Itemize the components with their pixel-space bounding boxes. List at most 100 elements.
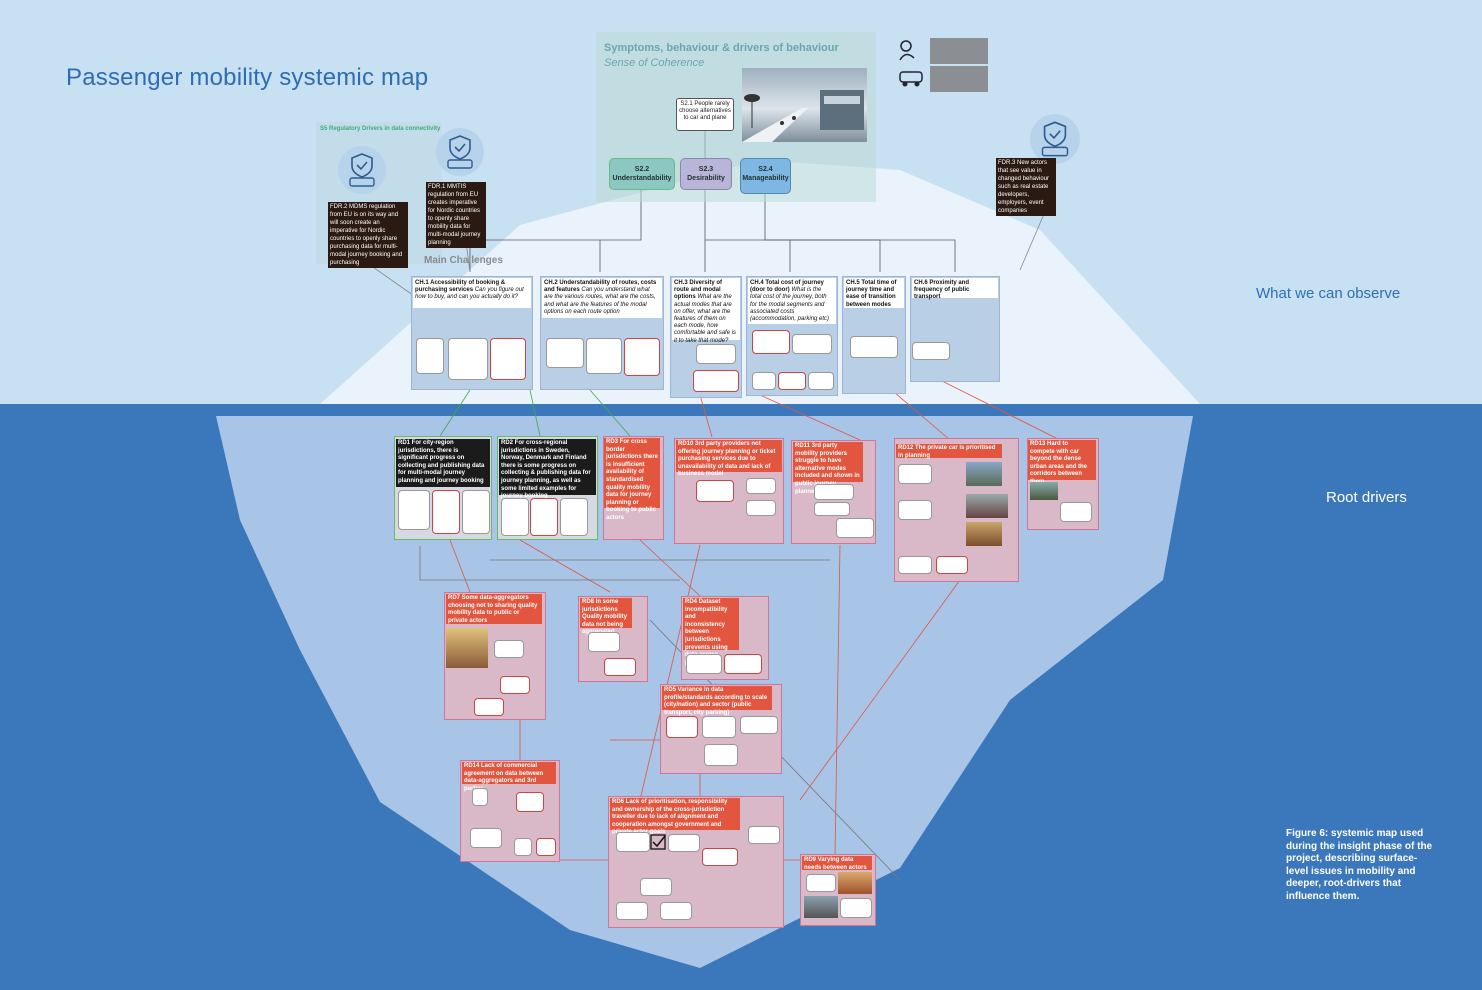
rd-subnote bbox=[666, 716, 698, 738]
rd-subnote bbox=[746, 500, 776, 516]
root-driver-rd9: RD9 Varying data needs between actors bbox=[802, 856, 872, 871]
rd-subnote bbox=[616, 902, 648, 920]
driver-fdr2: FDR.2 MDMS regulation from EU is on its … bbox=[328, 202, 408, 268]
rd-subnote bbox=[398, 490, 430, 530]
rd-subnote bbox=[530, 498, 558, 536]
rd-subnote bbox=[472, 788, 488, 806]
road-photo bbox=[966, 462, 1002, 486]
rd-subnote bbox=[936, 556, 968, 574]
figure-caption: Figure 6: systemic map used during the i… bbox=[1286, 828, 1433, 902]
pill-desirability: S2.3 Desirability bbox=[680, 158, 732, 190]
note-block-grey-2 bbox=[930, 66, 988, 92]
rd-subnote bbox=[704, 744, 738, 766]
checkbox-icon bbox=[650, 834, 666, 850]
rd-subnote bbox=[746, 478, 776, 494]
root-driver-rd7: RD7 Some data-aggregators choosing not t… bbox=[446, 594, 542, 624]
rd-subnote bbox=[686, 654, 722, 674]
challenge-ch2-text: CH.2 Understandability of routes, costs … bbox=[542, 278, 662, 318]
challenge-subnote bbox=[624, 338, 660, 376]
root-driver-rd13: RD13 Hard to compete with car beyond the… bbox=[1028, 440, 1096, 485]
symptom-s21: S2.1 People rarely choose alternatives t… bbox=[676, 98, 734, 131]
people-car-icon bbox=[896, 36, 926, 96]
symptoms-heading: Symptoms, behaviour & drivers of behavio… bbox=[604, 42, 839, 54]
root-driver-rd6: RD6 Lack of prioritisation, responsibili… bbox=[610, 798, 740, 835]
challenge-subnote bbox=[448, 338, 488, 380]
rd-subnote bbox=[898, 500, 932, 520]
challenge-subnote bbox=[808, 372, 834, 390]
rd-subnote bbox=[814, 502, 850, 516]
pill-understandability: S2.2 Understandability bbox=[609, 158, 675, 190]
station-photo bbox=[446, 628, 488, 668]
page-title: Passenger mobility systemic map bbox=[66, 64, 429, 91]
challenge-subnote bbox=[792, 334, 832, 354]
challenge-subnote bbox=[752, 330, 790, 354]
driver-fdr1: FDR.1 MMTIS regulation from EU creates i… bbox=[426, 182, 486, 248]
root-driver-rd12: RD12 The private car is prioritised in p… bbox=[896, 444, 1002, 459]
shield-car-icon bbox=[1030, 114, 1080, 164]
rd-subnote bbox=[640, 878, 672, 896]
rd-subnote bbox=[702, 848, 738, 866]
town-photo bbox=[966, 522, 1002, 546]
rd-subnote bbox=[604, 658, 636, 676]
rd-subnote bbox=[474, 698, 504, 716]
rd-subnote bbox=[432, 490, 460, 534]
driver-fdr3: FDR.3 New actors that see value in chang… bbox=[996, 158, 1056, 216]
rd-subnote bbox=[814, 484, 854, 500]
rd-subnote bbox=[660, 902, 692, 920]
rd-subnote bbox=[740, 716, 778, 734]
rd-subnote bbox=[560, 498, 588, 536]
root-driver-rd1: RD1 For city-region jurisdictions, there… bbox=[396, 439, 490, 487]
bridge-photo bbox=[804, 896, 838, 918]
root-driver-rd8: RD8 In some jurisdictions Quality mobili… bbox=[580, 598, 632, 635]
challenge-subnote bbox=[912, 342, 950, 360]
rd-subnote bbox=[840, 898, 872, 918]
root-driver-rd5: RD5 Variance in data profile/standards a… bbox=[662, 686, 772, 716]
rd-subnote bbox=[514, 838, 532, 856]
main-challenges-heading: Main Challenges bbox=[424, 255, 503, 266]
building-photo bbox=[838, 872, 872, 894]
rd-subnote bbox=[898, 464, 932, 484]
rd-subnote bbox=[696, 480, 734, 502]
challenge-ch1-text: CH.1 Accessibility of booking & purchasi… bbox=[413, 278, 531, 308]
note-block-grey-1 bbox=[930, 38, 988, 64]
rd-subnote bbox=[470, 828, 502, 848]
root-driver-rd11: RD11 3rd party mobility providers strugg… bbox=[793, 442, 863, 495]
rd-subnote bbox=[748, 826, 780, 844]
shield-car-icon bbox=[338, 146, 386, 194]
rd-subnote bbox=[806, 874, 836, 892]
challenge-subnote bbox=[693, 370, 739, 392]
pill-manageability: S2.4 Manageability bbox=[740, 158, 791, 194]
rd-subnote bbox=[616, 832, 650, 852]
label-root-drivers: Root drivers bbox=[1326, 489, 1407, 506]
challenge-subnote bbox=[778, 372, 806, 390]
rd-subnote bbox=[494, 640, 524, 658]
challenge-ch5-text: CH.5 Total time of journey time and ease… bbox=[844, 278, 904, 308]
challenge-subnote bbox=[416, 338, 444, 374]
rd-subnote bbox=[836, 518, 874, 538]
traffic-photo bbox=[966, 494, 1008, 518]
rd-subnote bbox=[516, 792, 544, 812]
challenge-subnote bbox=[752, 372, 776, 390]
winter-train-photo bbox=[742, 68, 867, 142]
challenge-ch6-text: CH.6 Proximity and frequency of public t… bbox=[912, 278, 998, 300]
challenge-subnote bbox=[696, 344, 736, 364]
rd-subnote bbox=[536, 838, 556, 856]
root-driver-rd3: RD3 For cross border jurisdictions there… bbox=[604, 438, 660, 521]
challenge-subnote bbox=[586, 338, 622, 374]
symptoms-subheading: Sense of Coherence bbox=[604, 57, 705, 69]
root-driver-rd2: RD2 For cross-regional jurisdictions in … bbox=[499, 439, 596, 499]
rd-subnote bbox=[462, 490, 490, 534]
rd-subnote bbox=[1060, 502, 1092, 522]
rd-subnote bbox=[724, 654, 762, 674]
challenge-ch3-text: CH.3 Diversity of route and modal option… bbox=[672, 278, 740, 344]
challenge-subnote bbox=[490, 338, 526, 380]
challenge-ch4-text: CH.4 Total cost of journey (door to door… bbox=[748, 278, 836, 324]
rd-subnote bbox=[702, 716, 736, 738]
challenge-subnote bbox=[546, 338, 584, 368]
label-what-we-can-observe: What we can observe bbox=[1256, 285, 1401, 302]
regulatory-heading: S5 Regulatory Drivers in data connectivi… bbox=[320, 126, 441, 132]
highway-photo bbox=[1030, 482, 1058, 500]
root-driver-rd10: RD10 3rd party providers not offering jo… bbox=[676, 440, 782, 477]
root-driver-rd14: RD14 Lack of commercial agreement on dat… bbox=[462, 762, 556, 792]
root-driver-rd4: RD4 Dataset incompatibility and inconsis… bbox=[683, 598, 739, 666]
